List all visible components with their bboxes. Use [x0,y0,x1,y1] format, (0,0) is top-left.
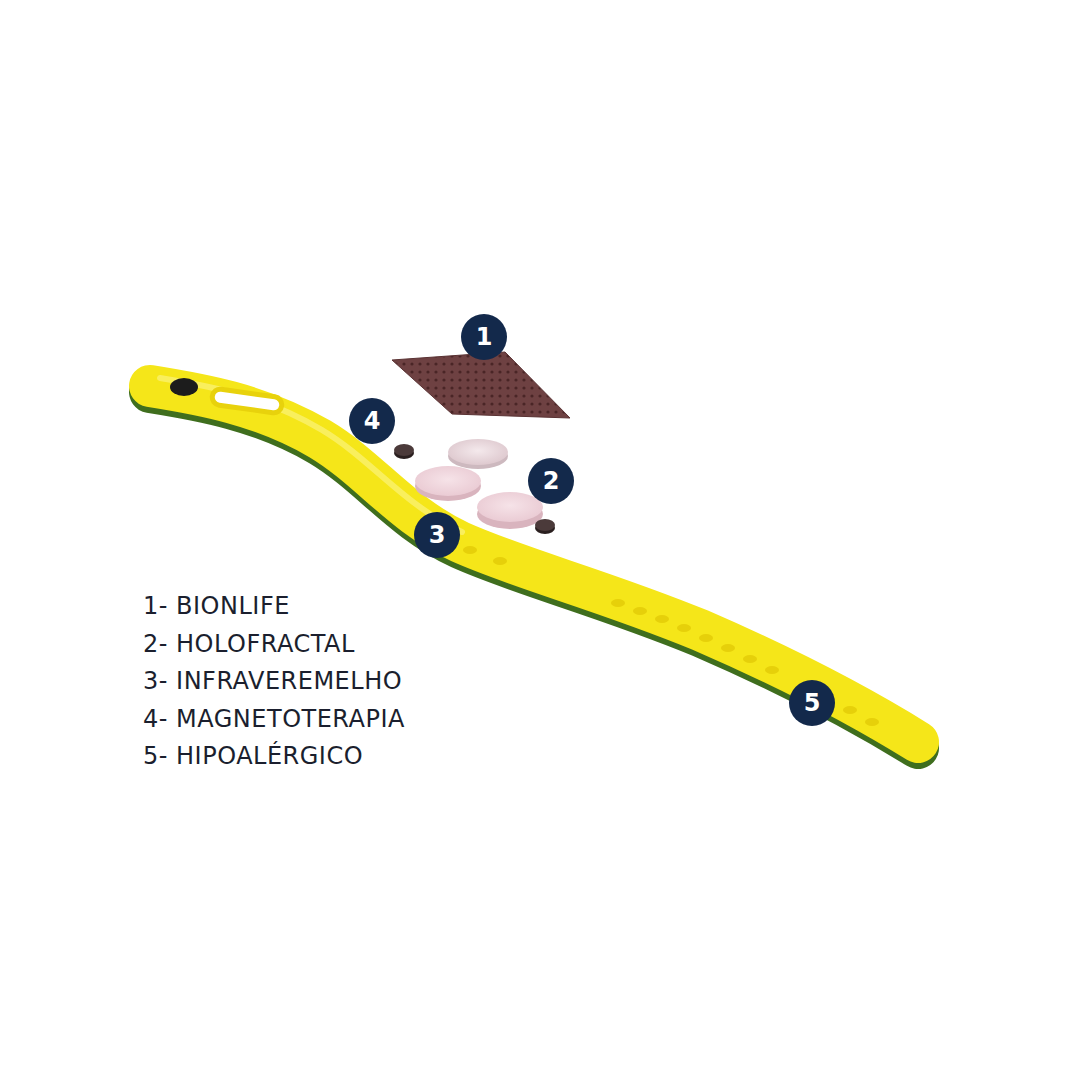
callout-number: 5 [804,691,821,715]
strap-highlight [160,378,462,532]
part-label: 1- BIONLIFE [143,594,290,618]
callout-circle: 3 [414,512,460,558]
callout-number: 4 [364,409,381,433]
bionlife-sheet [392,352,570,418]
callout-circle: 5 [789,680,835,726]
part-label: 4- MAGNETOTERAPIA [143,707,405,731]
callout-number: 3 [429,523,446,547]
callout-number: 1 [476,325,493,349]
callout-number: 2 [543,469,560,493]
strap-keeper [211,388,283,414]
part-label: 5- HIPOALÉRGICO [143,744,363,768]
strap-stud [170,378,198,396]
callout-circle: 4 [349,398,395,444]
callout-circle: 1 [461,314,507,360]
strap-holes [463,546,879,726]
part-label: 3- INFRAVEREMELHO [143,669,402,693]
part-label: 2- HOLOFRACTAL [143,632,355,656]
callout-circle: 2 [528,458,574,504]
